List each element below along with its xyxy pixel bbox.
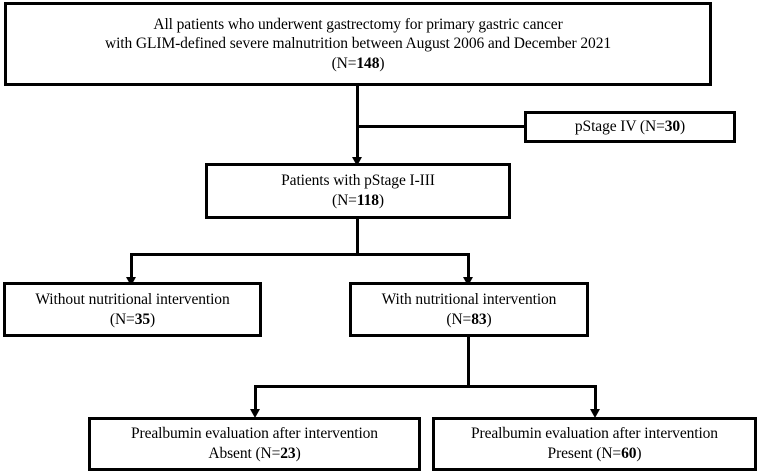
pstage-i-iii-count-value: 118 (356, 192, 379, 209)
with-intervention-count-value: 83 (471, 310, 487, 328)
edge-split1-left-arrowhead (126, 277, 136, 286)
edge-split1-bar (130, 253, 470, 256)
node-without-nutritional-intervention: Without nutritional intervention (N=35) (3, 282, 262, 337)
all-patients-line2: with GLIM-defined severe malnutrition be… (104, 35, 611, 53)
edge-split1-stem (356, 219, 359, 256)
edge-split1-right-drop (467, 253, 470, 279)
node-with-nutritional-intervention: With nutritional intervention (N=83) (349, 282, 589, 337)
node-pstage-iv-excluded: pStage IV (N=30) (524, 111, 736, 143)
without-intervention-line1: Without nutritional intervention (35, 290, 230, 308)
edge-split2-right-arrowhead (590, 409, 600, 418)
with-intervention-count: (N=83) (446, 310, 492, 328)
node-prealbumin-present: Prealbumin evaluation after intervention… (432, 417, 757, 471)
prealbumin-present-line2: Present (N=60) (547, 445, 642, 462)
pstage-i-iii-line1: Patients with pStage I-III (281, 172, 435, 190)
prealbumin-absent-line2: Absent (N=23) (208, 445, 301, 462)
pstage-iv-count-value: 30 (664, 118, 681, 136)
node-all-patients: All patients who underwent gastrectomy f… (4, 2, 712, 86)
node-pstage-i-iii: Patients with pStage I-III (N=118) (205, 163, 511, 219)
prealbumin-absent-line1: Prealbumin evaluation after intervention (131, 425, 378, 443)
pstage-iv-label: pStage IV (N=30) (574, 118, 686, 136)
all-patients-count: (N=148) (331, 54, 385, 72)
pstage-i-iii-count: (N=118) (332, 192, 384, 209)
edge-split2-left-drop (254, 385, 257, 411)
all-patients-count-value: 148 (356, 54, 380, 72)
prealbumin-present-count-value: 60 (621, 445, 637, 462)
node-prealbumin-absent: Prealbumin evaluation after intervention… (88, 417, 421, 471)
prealbumin-present-line1: Prealbumin evaluation after intervention (471, 425, 718, 443)
edge-top-arrowhead (352, 157, 362, 166)
with-intervention-line1: With nutritional intervention (381, 290, 557, 308)
prealbumin-absent-count-value: 23 (280, 445, 296, 462)
edge-split2-bar (254, 385, 597, 388)
edge-top-stem (356, 86, 359, 160)
edge-split1-right-arrowhead (463, 277, 473, 286)
edge-exclusion-branch (356, 125, 526, 128)
edge-split2-right-drop (594, 385, 597, 411)
without-intervention-count: (N=35) (109, 310, 156, 328)
without-intervention-count-value: 35 (134, 310, 151, 328)
all-patients-line1: All patients who underwent gastrectomy f… (153, 15, 563, 33)
edge-split2-stem (467, 337, 470, 386)
edge-split2-left-arrowhead (250, 409, 260, 418)
edge-split1-left-drop (130, 253, 133, 279)
